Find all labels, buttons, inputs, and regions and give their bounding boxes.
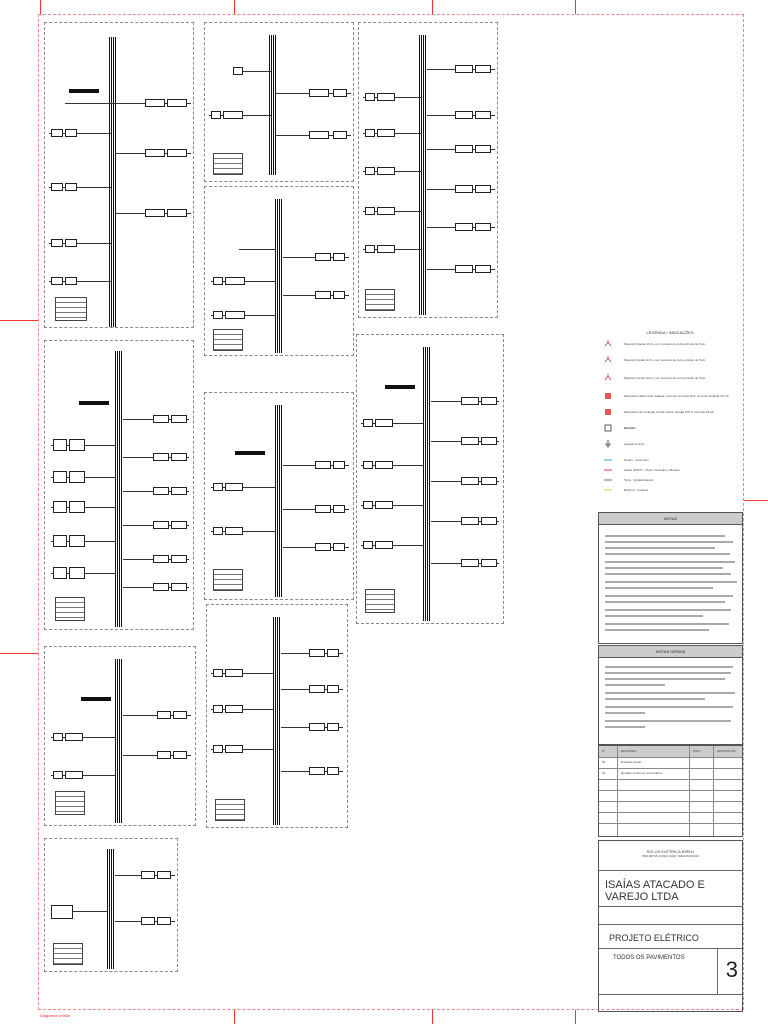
ground-wire-icon (604, 479, 612, 481)
header-date: DATA (693, 749, 701, 753)
diagram-panel (44, 646, 196, 826)
company-cell: SOLUS ELÉTRICA EIRELI PROJETOS, EXECUÇÃO… (599, 841, 742, 871)
registration-mark (432, 0, 433, 14)
legend-item: Disjuntor tripolar 32 A, com corrente de… (624, 358, 706, 362)
project-title: PROJETO ELÉTRICO (609, 933, 699, 943)
client-cell: ISAÍAS ATACADO E VAREJO LTDA (599, 871, 742, 907)
ground-icon (605, 440, 611, 448)
legend-item: Retorno - Amarelo (624, 488, 649, 492)
diagram-panel (204, 186, 354, 356)
legend-item: Dispositivo de proteção contra surtos, t… (624, 410, 714, 414)
company-subtitle: PROJETOS, EXECUÇÃO, MANUTENÇÃO (641, 854, 700, 858)
registration-mark (234, 0, 235, 14)
drawing-frame (38, 14, 744, 1010)
general-notes-panel: NOTAS GERAIS (598, 645, 743, 745)
diagram-panel (44, 838, 178, 972)
legend-item: Disjuntor tripolar 40 A, com corrente de… (624, 376, 706, 380)
general-notes-title: NOTAS GERAIS (599, 646, 742, 658)
diagram-panel (44, 340, 194, 630)
breaker-bipolar-icon (604, 340, 612, 347)
legend-title: LEGENDA / INDICAÇÕES (646, 330, 694, 335)
surge-protector-icon (605, 409, 611, 415)
sheet-number: 3 (725, 957, 738, 982)
scope-cell: TODOS OS PAVIMENTOS 3 (599, 949, 742, 995)
legend-item: Ligação à terra (624, 442, 645, 446)
registration-mark (744, 500, 768, 501)
notes-title: NOTAS (599, 513, 742, 525)
legend-item: Dispositivo diferencial residual, corren… (624, 394, 729, 398)
header-desc: REVISÕES (621, 749, 637, 753)
company-name: SOLUS ELÉTRICA EIRELI (646, 849, 695, 854)
diagram-panel (356, 334, 504, 624)
revisions-table: Nº REVISÕES DATA APROVAÇÃO 00 Emissão in… (598, 745, 743, 837)
registration-mark (0, 653, 38, 654)
footer-note: Diagrama unifilar (40, 1013, 71, 1018)
breaker-tripolar-icon (604, 356, 612, 363)
project-cell: PROJETO ELÉTRICO (599, 925, 742, 949)
diagram-panel (206, 604, 348, 828)
diagram-panel (204, 22, 354, 182)
legend-item: Neutro - Azul claro (624, 458, 649, 462)
scope-text: TODOS OS PAVIMENTOS (613, 955, 685, 961)
registration-mark (575, 1010, 576, 1024)
phase-wire-icon (604, 469, 612, 471)
residual-device-icon (605, 393, 611, 399)
legend-item: Medidor (624, 426, 636, 430)
table-row: 01 Revisão conforme comentários (599, 768, 742, 780)
registration-mark (575, 0, 576, 14)
legend-item: Fases (R/S/T) - Preto, Vermelho e Branco (624, 468, 680, 472)
diagram-panel (358, 22, 498, 318)
legend-item: Disjuntor bipolar 16 A, com corrente de … (624, 342, 705, 346)
registration-mark (40, 0, 41, 14)
registration-mark (432, 1010, 433, 1024)
registration-mark (234, 1010, 235, 1024)
legend-item: Terra - Verde/Amarelo (624, 478, 654, 482)
meter-icon (604, 424, 612, 432)
neutral-wire-icon (604, 459, 612, 461)
header-num: Nº (602, 749, 606, 753)
return-wire-icon (604, 489, 612, 491)
breaker-tripolar-icon (604, 374, 612, 381)
diagram-panel (204, 392, 354, 600)
table-header: Nº REVISÕES DATA APROVAÇÃO (599, 746, 742, 758)
title-block: SOLUS ELÉTRICA EIRELI PROJETOS, EXECUÇÃO… (598, 840, 743, 1012)
header-approval: APROVAÇÃO (717, 749, 736, 753)
diagram-panel (44, 22, 194, 328)
registration-mark (0, 320, 38, 321)
client-name: ISAÍAS ATACADO E VAREJO LTDA (605, 879, 705, 903)
table-row: 00 Emissão inicial (599, 757, 742, 769)
notes-panel: NOTAS (598, 512, 743, 644)
